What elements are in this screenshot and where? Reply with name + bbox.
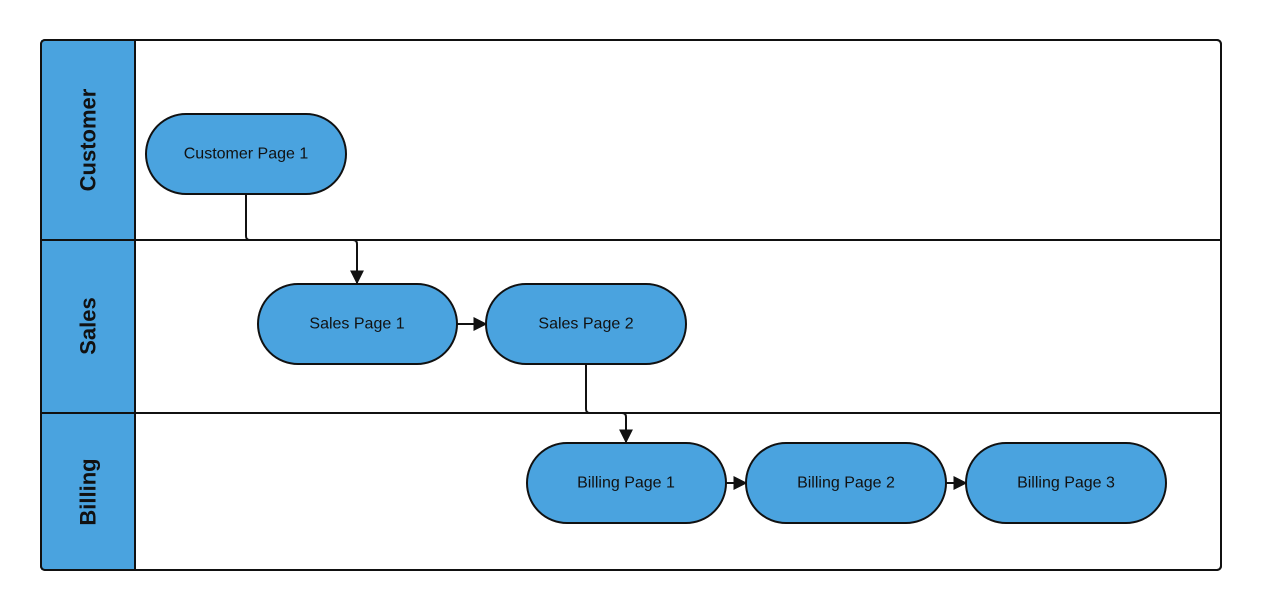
node-sales-page-1[interactable]: Sales Page 1 bbox=[257, 283, 458, 365]
node-label: Billing Page 1 bbox=[577, 475, 675, 492]
node-shape bbox=[745, 442, 947, 524]
connector-customer1-to-sales1 bbox=[245, 194, 364, 285]
node-billing-page-3[interactable]: Billing Page 3 bbox=[965, 442, 1167, 524]
node-shape bbox=[485, 283, 687, 365]
node-shape bbox=[257, 283, 458, 365]
lane-label-customer: Customer bbox=[76, 88, 101, 191]
node-label: Billing Page 2 bbox=[797, 475, 895, 492]
node-label: Sales Page 1 bbox=[309, 316, 404, 333]
diagram-frame-border bbox=[40, 39, 1222, 571]
lane-label-sales: Sales bbox=[76, 297, 101, 355]
node-shape bbox=[965, 442, 1167, 524]
node-shape bbox=[526, 442, 727, 524]
lane-header-strip bbox=[41, 40, 135, 570]
node-customer-page-1[interactable]: Customer Page 1 bbox=[145, 113, 347, 195]
connector-sales2-to-billing1 bbox=[585, 364, 633, 444]
node-billing-page-2[interactable]: Billing Page 2 bbox=[745, 442, 947, 524]
node-label: Sales Page 2 bbox=[538, 316, 633, 333]
node-shape bbox=[145, 113, 347, 195]
node-label: Billing Page 3 bbox=[1017, 475, 1115, 492]
node-billing-page-1[interactable]: Billing Page 1 bbox=[526, 442, 727, 524]
lane-label-billing: Billing bbox=[76, 458, 101, 525]
node-sales-page-2[interactable]: Sales Page 2 bbox=[485, 283, 687, 365]
node-label: Customer Page 1 bbox=[184, 146, 309, 163]
